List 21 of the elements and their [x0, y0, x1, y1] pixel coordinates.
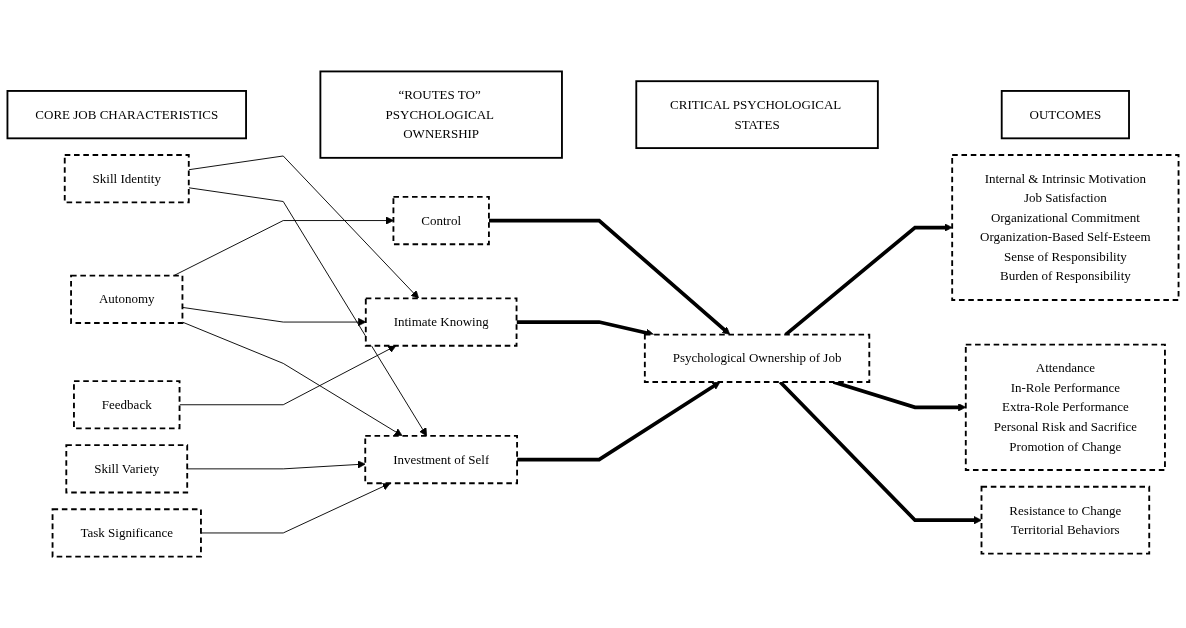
- node-box: Psychological Ownership of Job: [643, 333, 871, 383]
- node-box: OUTCOMES: [1000, 89, 1130, 140]
- node-box: Control: [392, 195, 490, 246]
- node-box: Skill Variety: [65, 444, 189, 494]
- arrow: [488, 218, 731, 335]
- node-box: Task Significance: [51, 508, 202, 558]
- node-box: Intimate Knowing: [364, 297, 518, 347]
- node-box: Feedback: [73, 380, 181, 430]
- node-box: Skill Identity: [63, 154, 190, 204]
- node-box: Internal & Intrinsic Motivation Job Satisfaction Organizational Commitment Organization-Based Self-Esteem Sense of Responsibility Burden of Responsibility: [951, 154, 1180, 301]
- arrow: [516, 320, 655, 337]
- arrow: [784, 223, 953, 336]
- node-box: “ROUTES TO” PSYCHOLOGICAL OWNERSHIP: [319, 70, 563, 159]
- node-box: Attendance In-Role Performance Extra-Role Performance Personal Risk and Sacrifice Promotion of Change: [964, 343, 1166, 471]
- arrow: [778, 380, 982, 525]
- node-box: CRITICAL PSYCHOLOGICAL STATES: [635, 80, 879, 149]
- node-box: Resistance to Change Territorial Behaviors: [980, 485, 1151, 555]
- node-box: CORE JOB CHARACTERISTICS: [6, 89, 247, 140]
- arrow: [517, 381, 721, 462]
- node-box: Autonomy: [70, 274, 184, 324]
- node-box: Investment of Self: [364, 434, 518, 485]
